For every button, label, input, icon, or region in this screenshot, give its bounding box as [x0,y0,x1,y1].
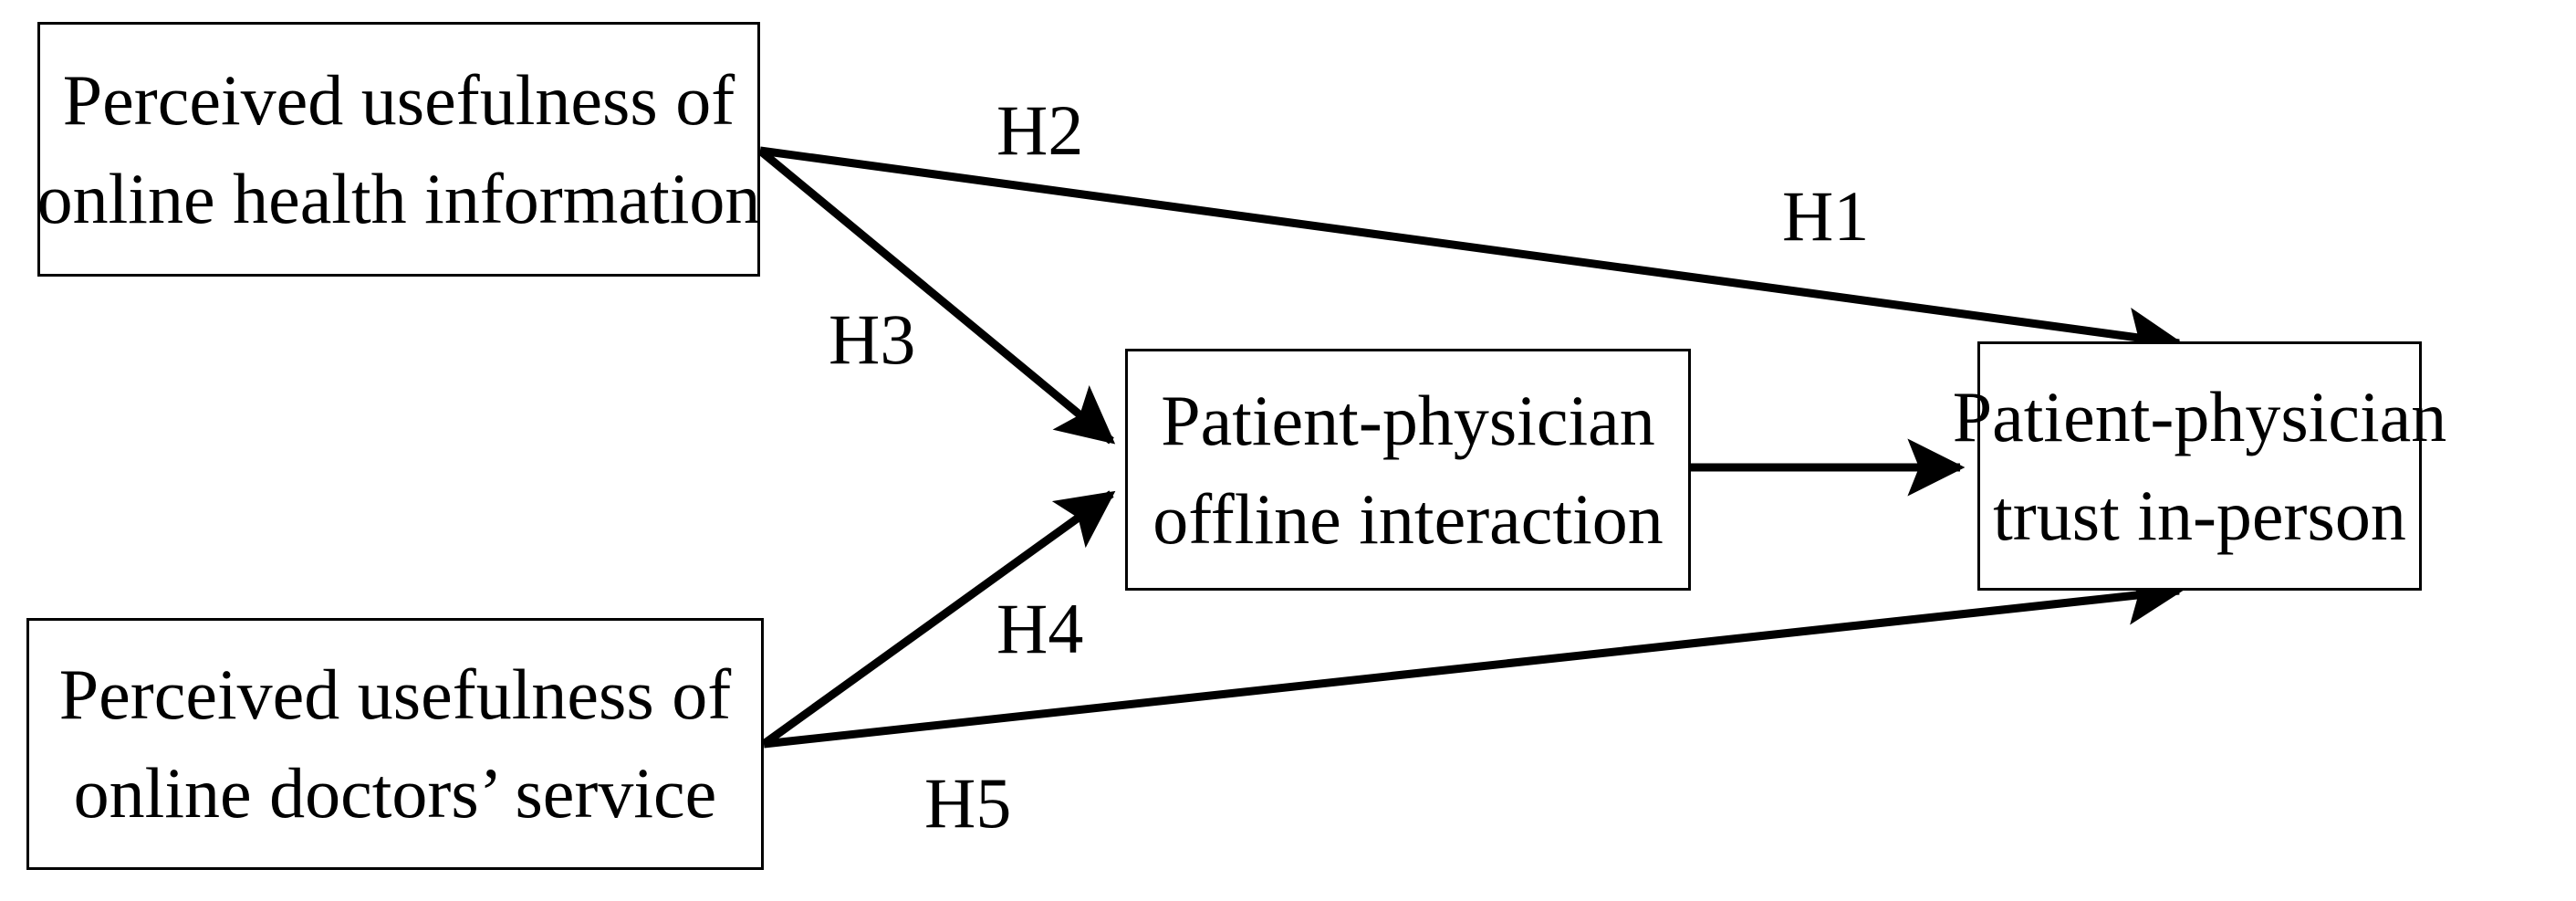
edge-h5-line [763,567,2185,749]
node-label-line-2: trust in-person [1993,475,2406,555]
node-perceived-usefulness-online-health-information[interactable]: Perceived usefulness of online health in… [37,22,760,277]
node-label-line-1: Patient-physician [1161,380,1655,460]
node-label-line-1: Perceived usefulness of [58,655,732,735]
node-label-line-2: online health information [37,158,761,238]
edge-label-h3: H3 [829,299,916,379]
node-label-line-1: Patient-physician [1952,376,2447,456]
edge-h2-line [759,146,2185,365]
edge-label-h5: H5 [924,763,1012,843]
edge-label-h2: H2 [996,90,1084,170]
node-patient-physician-offline-interaction[interactable]: Patient-physician offline interaction [1125,349,1691,591]
edge-h3-line [757,147,1116,445]
node-patient-physician-trust-in-person[interactable]: Patient-physician trust in-person [1953,341,2446,591]
node-label-line-2: online doctors’ service [73,753,717,833]
edge-label-h1: H1 [1782,176,1870,256]
edge-h4-line [761,490,1116,748]
edge-label-h4: H4 [996,589,1084,668]
node-label-line-1: Perceived usefulness of [62,59,735,140]
node-perceived-usefulness-online-doctors-service[interactable]: Perceived usefulness of online doctors’ … [26,618,764,870]
node-label-line-2: offline interaction [1152,478,1663,559]
